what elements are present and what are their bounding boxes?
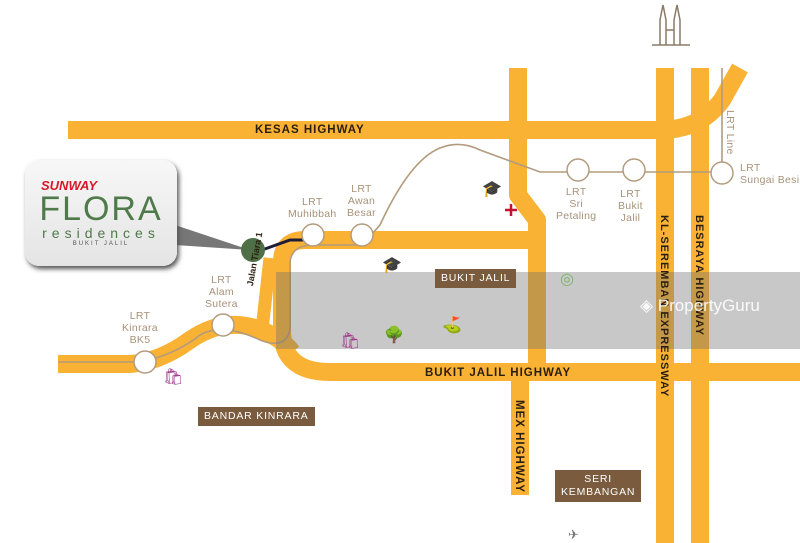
jalan-tiara-road	[255, 257, 277, 331]
station-icon	[211, 313, 235, 337]
besraya-label: BESRAYA HIGHWAY	[693, 215, 705, 336]
station-icon	[350, 223, 374, 247]
mex-highway-label: MEX HIGHWAY	[513, 400, 525, 494]
shopping-icon: 🛍	[163, 369, 184, 386]
area-bandar-kinrara: BANDAR KINRARA	[198, 407, 315, 426]
logo-sub: residences	[42, 225, 160, 241]
project-location-marker	[241, 238, 265, 262]
bukit-jalil-highway-label: BUKIT JALIL HIGHWAY	[425, 367, 572, 379]
station-label-bukit-jalil: LRT Bukit Jalil	[618, 188, 643, 224]
watermark-text: PropertyGuru	[657, 296, 760, 315]
lrt-line	[58, 68, 723, 363]
golf-icon: ⛳	[442, 317, 462, 334]
station-icon	[566, 158, 590, 182]
propertyguru-logo-icon: ◈	[640, 296, 658, 315]
station-label-sungai-besi: LRT Sungai Besi	[740, 162, 800, 186]
watermark-band	[276, 272, 800, 349]
klcc-towers-icon	[652, 4, 690, 46]
airplane-icon: ✈	[568, 527, 579, 542]
logo-location: BUKIT JALIL	[72, 241, 130, 247]
station-icon	[133, 350, 157, 374]
hospital-icon	[505, 204, 517, 216]
station-label-muhibbah: LRT Muhibbah	[288, 196, 337, 220]
area-bukit-jalil: BUKIT JALIL	[435, 269, 517, 288]
logo-name: FLORA	[39, 190, 163, 228]
station-label-kinrara: LRT Kinrara BK5	[122, 310, 158, 346]
station-label-awan-besar: LRT Awan Besar	[347, 183, 376, 219]
park-icon: 🌳	[384, 327, 404, 344]
kl-seremban-label: KL-SEREMBAN EXPRESSWAY	[658, 215, 670, 398]
logo-pointer	[175, 225, 250, 250]
stadium-icon: ◎	[560, 271, 574, 288]
station-icon	[622, 158, 646, 182]
mex-highway-road	[509, 68, 546, 495]
sunway-flora-logo: SUNWAY FLORA residences BUKIT JALIL	[25, 160, 177, 266]
area-seri-kembangan: SERI KEMBANGAN	[555, 470, 642, 502]
station-label-alam-sutera: LRT Alam Sutera	[205, 274, 238, 310]
kesas-highway-road	[68, 63, 748, 139]
school-icon: 🎓	[382, 257, 402, 274]
station-icon	[710, 161, 734, 185]
station-label-sri-petaling: LRT Sri Petaling	[556, 186, 597, 222]
awan-besar-road	[273, 231, 800, 381]
kesas-highway-label: KESAS HIGHWAY	[255, 124, 365, 136]
lrt-line-label: LRT Line	[724, 110, 736, 155]
logo-brand: SUNWAY	[41, 178, 98, 193]
kinrara-road	[58, 315, 300, 373]
station-markers	[133, 158, 734, 374]
school-icon: 🎓	[482, 181, 502, 198]
watermark: ◈ PropertyGuru	[640, 296, 760, 316]
station-icon	[301, 223, 325, 247]
shopping-icon: 🛍	[340, 333, 361, 350]
